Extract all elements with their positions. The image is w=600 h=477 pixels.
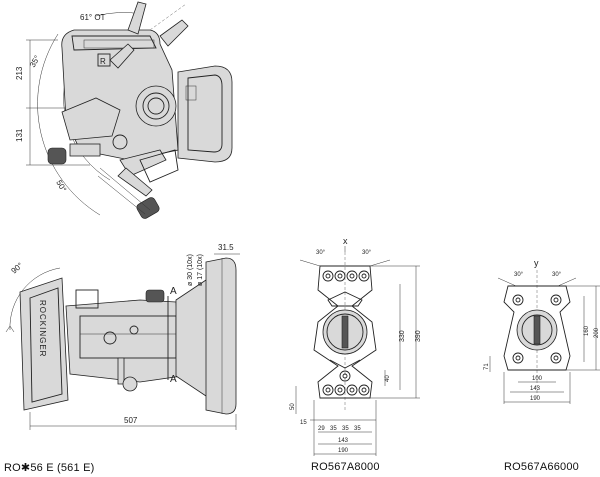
dim-29: 29 [318, 426, 325, 432]
angle-bottom-label: 50° [54, 179, 68, 194]
dim-330: 330 [399, 330, 406, 342]
coupling-pin-housing [135, 85, 177, 127]
caption-left: RO✱56 E (561 E) [4, 462, 95, 474]
plan-view: 90° ROCKINGER A A ø 30 (10x) ø 17 (10x) … [5, 243, 240, 430]
dia-17: ø 17 (10x) [197, 254, 204, 286]
plan-lever-knob [122, 376, 138, 392]
dim-31-5: 31.5 [218, 243, 234, 252]
dia-30: ø 30 (10x) [187, 254, 194, 286]
view-y-label: y [534, 258, 539, 268]
dim-35-b: 35 [342, 426, 349, 432]
dim-71: 71 [484, 363, 490, 370]
swing-arc-outer [37, 33, 101, 216]
flange-x-top-bolts [322, 270, 370, 282]
plan-mouth [19, 277, 69, 411]
dim-100-y: 100 [532, 376, 543, 382]
angle-top-label: 61° OT [80, 13, 106, 22]
flange-x-angle-left: 30° [316, 250, 326, 256]
dim-131: 131 [15, 128, 24, 142]
section-a-bottom: A [170, 374, 177, 385]
flange-x-bottom-bolts [322, 370, 370, 396]
dim-390: 390 [415, 330, 422, 342]
dim-160: 160 [584, 325, 590, 336]
flange-y-view: y 30° 30° 160 200 71 100 143 190 [484, 258, 600, 404]
dim-50: 50 [290, 403, 296, 410]
flange-x-angle-right: 30° [362, 250, 372, 256]
dim-143-y: 143 [530, 386, 541, 392]
dim-35-c: 35 [354, 426, 361, 432]
flange-y-angle-right: 30° [552, 272, 562, 278]
dim-190-x: 190 [338, 448, 349, 454]
dim-15: 15 [300, 420, 307, 426]
svg-text:R: R [100, 57, 106, 66]
section-a-top: A [170, 286, 177, 297]
plan-angle-label: 90° [10, 261, 25, 276]
flange-y-angle-left: 30° [514, 272, 524, 278]
coupling-mouth [177, 65, 233, 163]
view-x-label: x [343, 236, 348, 246]
dim-507: 507 [124, 416, 138, 425]
plan-flange-plate [205, 257, 237, 415]
dim-143-x: 143 [338, 438, 349, 444]
caption-right: RO567A66000 [504, 461, 579, 473]
spring-block [47, 147, 67, 165]
hand-lever [127, 1, 147, 35]
flange-x-view: x 30° 30° [290, 236, 422, 456]
dim-40: 40 [385, 375, 391, 382]
brand-label: ROCKINGER [38, 300, 47, 357]
dim-213: 213 [15, 66, 24, 80]
dim-200: 200 [594, 327, 600, 338]
dim-190-y: 190 [530, 396, 541, 402]
side-view: 213 131 61° OT 35° 50° R [15, 1, 233, 219]
dim-35-a: 35 [330, 426, 337, 432]
caption-middle: RO567A8000 [311, 461, 380, 473]
